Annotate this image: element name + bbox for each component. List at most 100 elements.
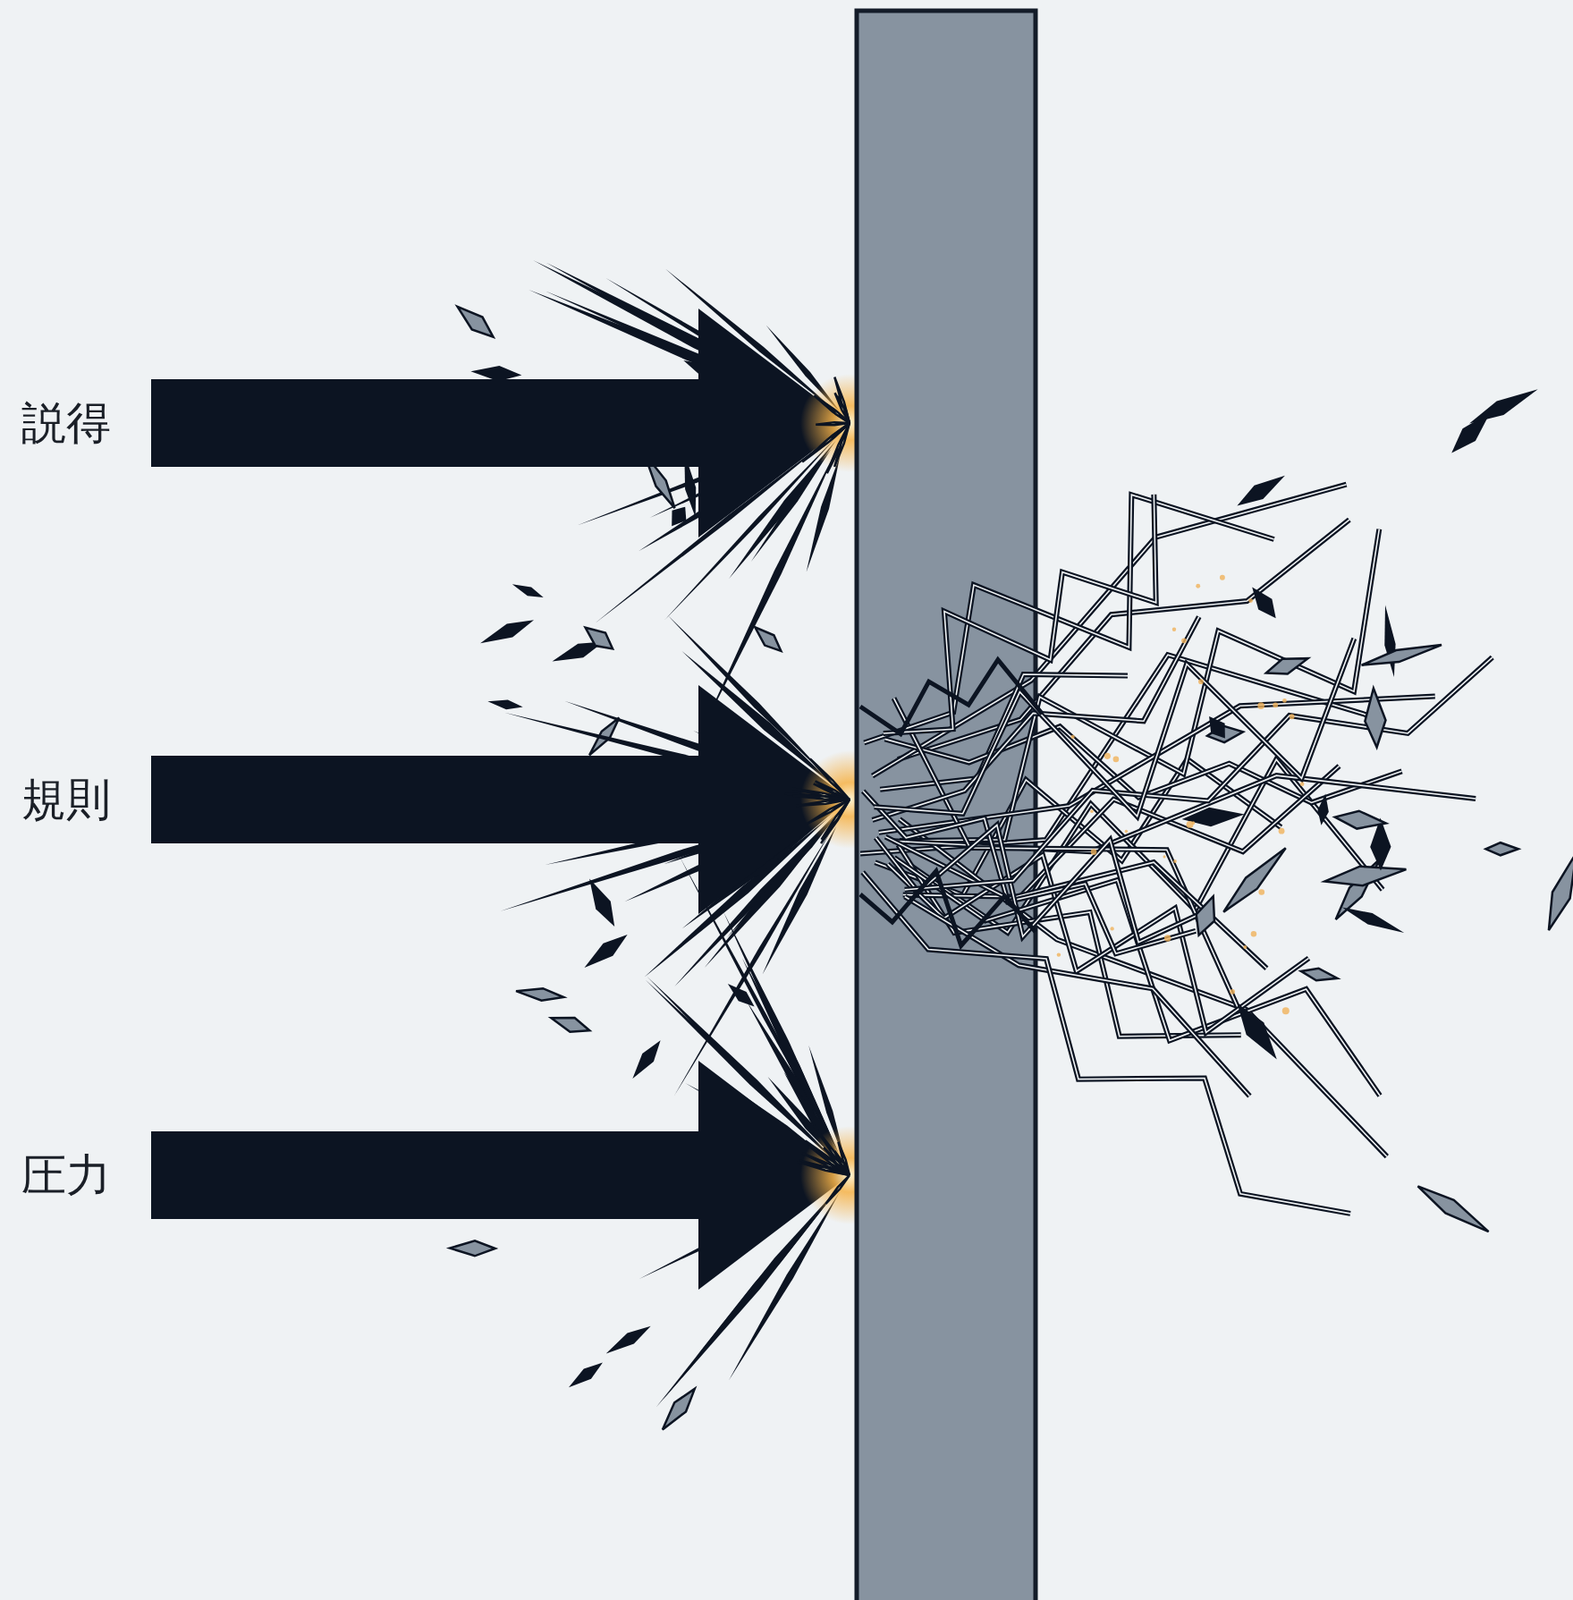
spark	[1236, 475, 1286, 507]
force-arrow	[151, 1060, 850, 1290]
ember	[1258, 888, 1265, 896]
spark	[568, 1362, 603, 1388]
spark	[1301, 968, 1338, 982]
spark	[487, 699, 523, 710]
force-label: 圧力	[21, 1152, 111, 1198]
spark	[792, 795, 850, 800]
spark	[1364, 688, 1386, 748]
force-label: 規則	[21, 777, 111, 822]
force-arrow	[151, 308, 850, 538]
ember	[1181, 638, 1187, 644]
spark	[1237, 1003, 1278, 1059]
spark	[1251, 586, 1277, 618]
spark	[811, 1147, 850, 1176]
spark	[823, 1147, 850, 1176]
spark	[584, 934, 628, 968]
spark	[834, 422, 850, 467]
spark	[1223, 847, 1286, 912]
crack-highlight	[894, 857, 1380, 1096]
ember	[1172, 627, 1176, 632]
ember	[1104, 752, 1111, 760]
spark	[820, 799, 850, 844]
crack-line	[904, 657, 1493, 890]
wall-crack	[860, 659, 1043, 735]
ember	[1289, 713, 1295, 719]
spark	[1335, 811, 1387, 829]
crack-highlight	[872, 617, 1200, 821]
spark	[589, 879, 615, 928]
ember	[1243, 945, 1247, 949]
wall-crack	[860, 871, 1036, 946]
ember	[1257, 701, 1265, 710]
spark	[1486, 842, 1519, 855]
spark	[512, 583, 544, 598]
ember	[1164, 934, 1171, 941]
spark	[470, 365, 522, 381]
crack-highlight	[899, 819, 1387, 1157]
crack-highlight	[863, 494, 1274, 743]
spark	[1342, 907, 1404, 933]
crack-highlight	[883, 494, 1157, 734]
ember	[1195, 583, 1201, 589]
ember	[1090, 848, 1098, 855]
spark	[792, 788, 850, 800]
ember	[1070, 735, 1075, 739]
crack-line	[894, 857, 1380, 1096]
spark	[1209, 716, 1226, 738]
crack-line	[883, 494, 1157, 734]
spark	[754, 626, 781, 652]
ember	[1198, 678, 1204, 685]
ember	[1251, 930, 1257, 937]
spark	[457, 306, 494, 338]
ember	[1192, 820, 1196, 825]
spark	[1469, 389, 1539, 423]
spark	[1548, 852, 1573, 931]
crack-line	[863, 494, 1274, 743]
force-label: 説得	[21, 400, 111, 446]
ember	[1282, 1006, 1290, 1015]
ember	[1300, 781, 1305, 787]
spark	[480, 619, 534, 643]
spark	[606, 1326, 652, 1354]
ember	[1057, 952, 1061, 956]
spark	[821, 401, 850, 423]
ember	[1162, 854, 1166, 858]
spark	[1196, 896, 1215, 935]
spark	[1384, 605, 1396, 678]
crack-highlight	[904, 657, 1493, 890]
spark	[449, 1240, 496, 1256]
crack-line	[862, 871, 1351, 1214]
spark	[826, 1175, 851, 1204]
spark	[550, 1017, 590, 1032]
spark	[1266, 658, 1309, 674]
ember	[1248, 598, 1253, 603]
spark	[671, 507, 686, 527]
ember	[1090, 809, 1094, 813]
spark	[515, 988, 564, 1001]
spark	[632, 1040, 660, 1079]
spark	[1317, 793, 1328, 825]
crack-line	[872, 617, 1200, 821]
spark	[1324, 866, 1406, 887]
spark	[662, 1388, 695, 1430]
crack-line	[899, 819, 1387, 1157]
spark	[827, 422, 850, 474]
spark	[585, 627, 614, 650]
ember	[1109, 926, 1114, 931]
spark	[727, 983, 755, 1007]
ember	[1219, 575, 1226, 581]
spark	[815, 422, 850, 425]
ember	[1282, 698, 1287, 703]
crack-highlight	[862, 871, 1351, 1214]
ember	[1124, 829, 1128, 833]
ember	[1272, 701, 1278, 708]
spark	[1418, 1185, 1489, 1232]
ember	[1173, 859, 1177, 863]
force-arrow	[151, 685, 850, 914]
spark	[1361, 644, 1442, 666]
ember	[1278, 828, 1286, 835]
spark	[821, 799, 850, 840]
ember	[1113, 756, 1120, 763]
